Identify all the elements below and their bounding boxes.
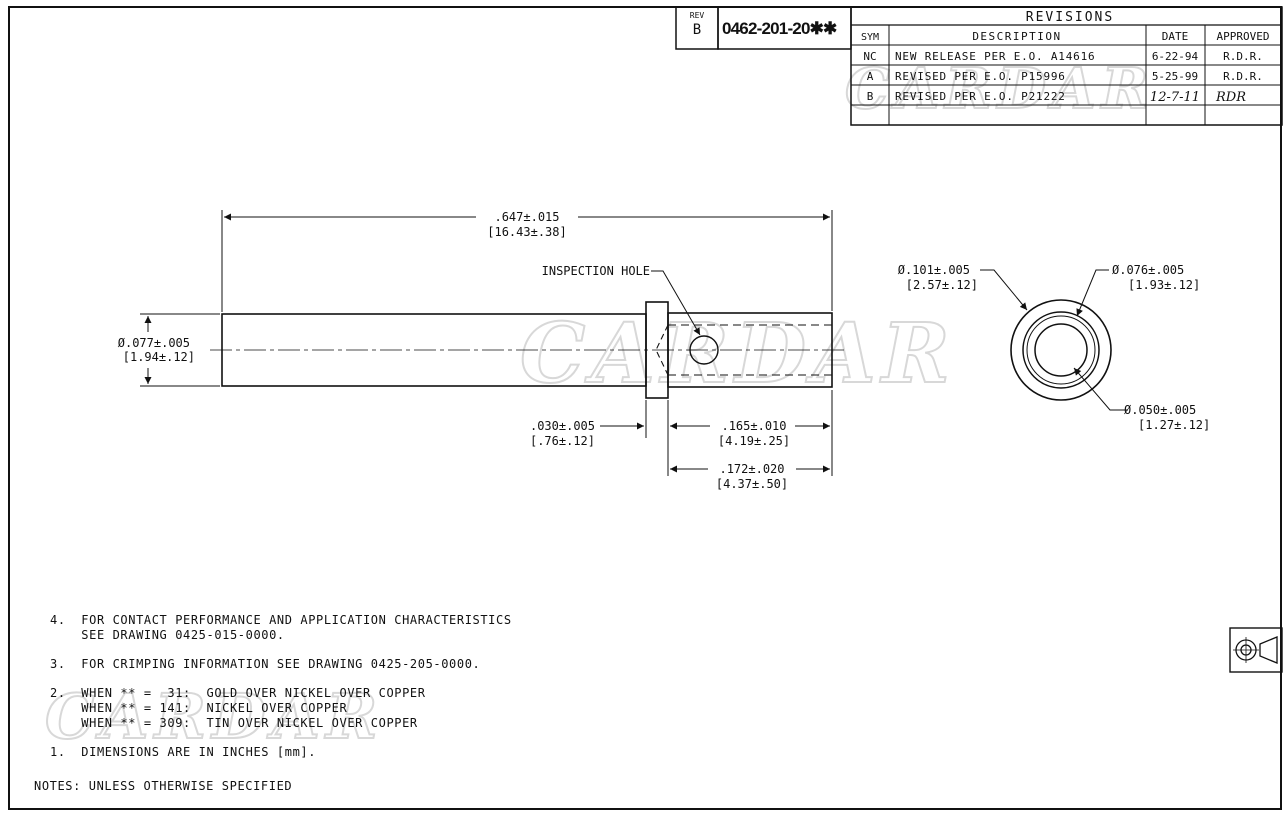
overall-length-dimension: [221, 210, 833, 312]
notes-header: NOTES: UNLESS OTHERWISE SPECIFIED: [34, 779, 293, 793]
col-header-date: DATE: [1162, 30, 1189, 43]
note-2-line-3: WHEN ** = 309: TIN OVER NICKEL OVER COPP…: [50, 716, 418, 730]
end-view-leaders: [980, 269, 1128, 411]
note-4-line-1: 4. FOR CONTACT PERFORMANCE AND APPLICATI…: [50, 613, 512, 627]
inspection-hole-label: INSPECTION HOLE: [542, 264, 650, 278]
contact-side-view: [210, 301, 844, 399]
col-header-approved: APPROVED: [1217, 30, 1270, 43]
overall-length-mm: [16.43±.38]: [487, 225, 566, 239]
rev-row-approved: R.D.R.: [1223, 70, 1263, 83]
barrel-inner-diameter-in: Ø.050±.005: [1124, 403, 1196, 417]
rev-row-description: REVISED PER E.O. P21222: [895, 90, 1066, 103]
rev-row-sym: NC: [863, 50, 876, 63]
barrel-depth-in: .165±.010: [721, 419, 786, 433]
rev-row-sym: B: [867, 90, 874, 103]
note-2-line-1: 2. WHEN ** = 31: GOLD OVER NICKEL OVER C…: [50, 686, 426, 700]
title-block: REV B 0462-201-20✱✱: [675, 6, 852, 50]
shank-diameter-mm: [1.94±.12]: [123, 350, 195, 364]
watermark-notes: CARDAR: [45, 680, 383, 753]
part-number: 0462-201-20✱✱: [722, 19, 837, 38]
revisions-table: [850, 6, 1283, 126]
inspection-hole-leader: [651, 270, 701, 336]
revisions-title: REVISIONS: [1026, 10, 1114, 25]
third-angle-projection-icon: [1229, 627, 1283, 673]
rev-row-date-handwritten: 12-7-11: [1150, 90, 1200, 105]
collar-width-mm: [.76±.12]: [530, 434, 595, 448]
collar-diameter-in: Ø.101±.005: [898, 263, 970, 277]
barrel-outer-diameter-mm: [1.93±.12]: [1128, 278, 1200, 292]
col-header-description: DESCRIPTION: [972, 30, 1061, 43]
barrel-length-in: .172±.020: [719, 462, 784, 476]
barrel-depth-mm: [4.19±.25]: [718, 434, 790, 448]
note-3: 3. FOR CRIMPING INFORMATION SEE DRAWING …: [50, 657, 481, 671]
collar-width-in: .030±.005: [530, 419, 595, 433]
barrel-depth-dimension: [795, 390, 833, 476]
note-2-line-2: WHEN ** = 141: NICKEL OVER COPPER: [50, 701, 348, 715]
barrel-length-mm: [4.37±.50]: [716, 477, 788, 491]
overall-length-in: .647±.015: [494, 210, 559, 224]
contact-end-view: [1010, 299, 1112, 401]
barrel-inner-diameter-mm: [1.27±.12]: [1138, 418, 1210, 432]
rev-row-approved: R.D.R.: [1223, 50, 1263, 63]
rev-row-date: 5-25-99: [1152, 70, 1198, 83]
rev-row-description: REVISED PER E.O. P15996: [895, 70, 1066, 83]
col-header-sym: SYM: [861, 32, 879, 43]
rev-row-sym: A: [867, 70, 874, 83]
shank-diameter-in: Ø.077±.005: [118, 336, 190, 350]
note-4-line-2: SEE DRAWING 0425-015-0000.: [50, 628, 285, 642]
collar-width-dimension: [600, 400, 710, 476]
rev-label: REV: [690, 11, 705, 20]
rev-value: B: [693, 22, 701, 38]
collar-diameter-mm: [2.57±.12]: [906, 278, 978, 292]
shank-diameter-dimension: [140, 313, 220, 387]
rev-row-date: 6-22-94: [1152, 50, 1199, 63]
rev-row-approved-handwritten: RDR: [1215, 90, 1246, 105]
barrel-outer-diameter-in: Ø.076±.005: [1112, 263, 1184, 277]
watermark-revisions: CARDAR: [845, 56, 1154, 122]
rev-row-description: NEW RELEASE PER E.O. A14616: [895, 50, 1095, 63]
drawing-sheet: [8, 6, 1282, 810]
note-1: 1. DIMENSIONS ARE IN INCHES [mm].: [50, 745, 317, 759]
